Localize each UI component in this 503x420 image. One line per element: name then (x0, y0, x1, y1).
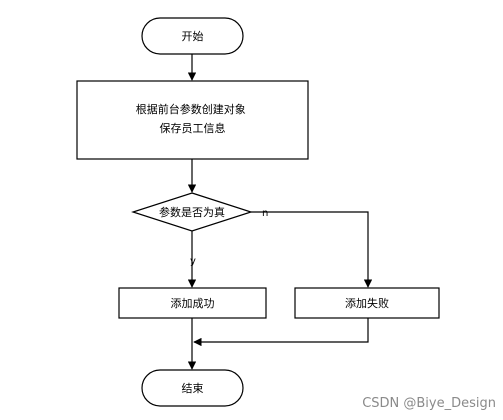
no-label: n (262, 208, 268, 219)
success-label: 添加成功 (171, 296, 215, 310)
yes-label: y (190, 256, 196, 267)
process-label-line-1: 根据前台参数创建对象 (136, 102, 246, 116)
start-label: 开始 (182, 29, 204, 43)
failure-box (294, 287, 440, 319)
edge-failure-merge (193, 318, 369, 347)
process-label: 根据前台参数创建对象 保存员工信息 (136, 102, 250, 135)
process-label-line-2: 保存员工信息 (160, 121, 226, 135)
failure-label: 添加失败 (345, 296, 389, 310)
process-box (76, 80, 309, 160)
end-label: 结束 (182, 382, 204, 395)
success-box (118, 287, 267, 319)
edge-no-to-failure (251, 211, 373, 288)
decision-label: 参数是否为真 (159, 205, 225, 219)
watermark-text: CSDN @Biye_Design (362, 396, 496, 411)
end-terminator (141, 369, 244, 407)
